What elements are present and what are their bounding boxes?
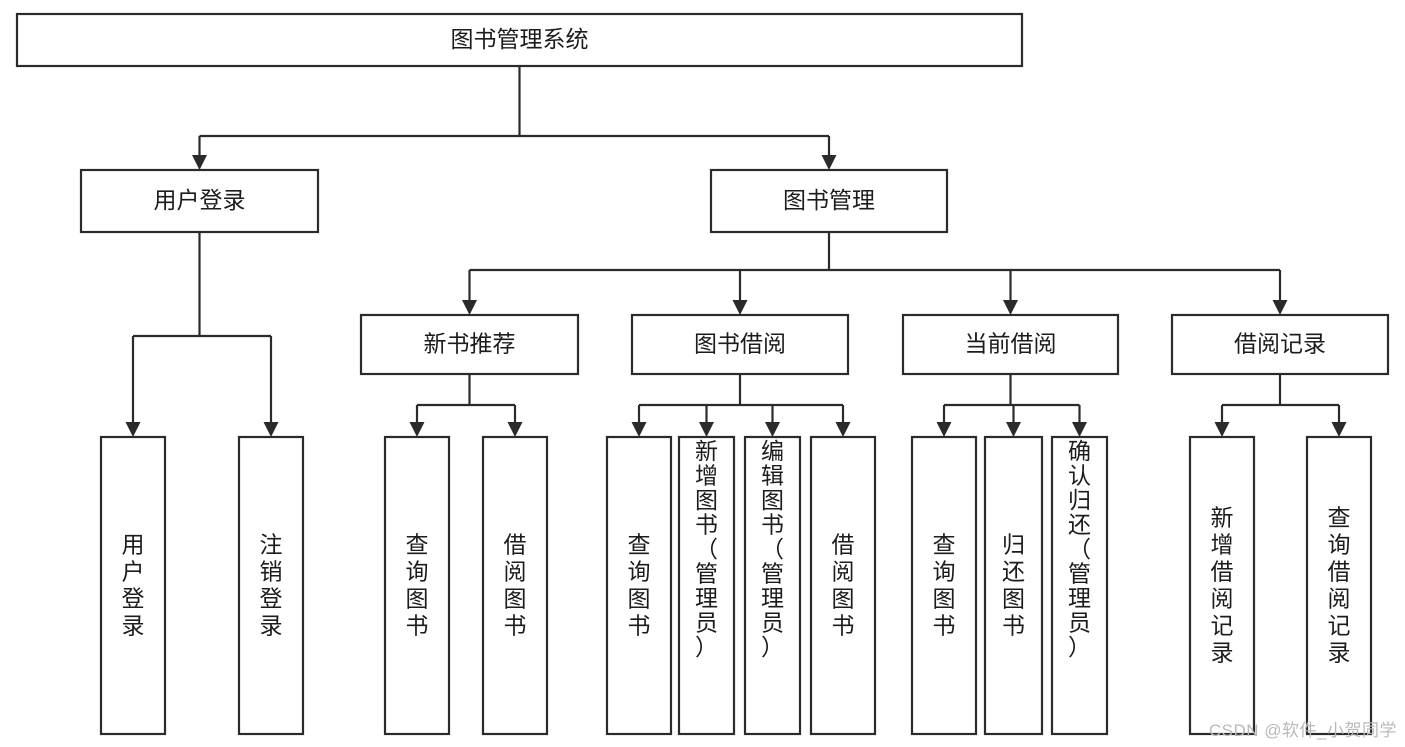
node-label-leaf-borrow-book-2: 借阅图书 [832,532,855,639]
node-label-user-login: 用户登录 [154,187,246,213]
node-leaf-query-book-2[interactable]: 查询图书 [605,435,673,736]
node-label-leaf-query-book-1: 查询图书 [406,532,429,639]
node-label-new-book-recommend: 新书推荐 [424,331,516,357]
node-box-undefined [15,12,1024,68]
node-box-user-login [79,168,320,234]
node-box-leaf-edit-book [743,435,802,736]
node-leaf-return-book[interactable]: 归还图书 [983,435,1044,736]
node-box-leaf-logout [237,435,305,736]
node-leaf-borrow-book-2[interactable]: 借阅图书 [809,435,877,736]
node-leaf-edit-book[interactable]: 编辑图书（管理员） [743,435,802,736]
node-label-current-borrow: 当前借阅 [965,331,1057,357]
node-label-undefined: 图书管理系统 [451,26,589,52]
node-leaf-user-login[interactable]: 用户登录 [99,435,167,736]
node-leaf-query-record[interactable]: 查询借阅记录 [1305,435,1373,736]
node-undefined[interactable]: 图书管理系统 [15,12,1024,68]
node-box-new-book-recommend [359,313,580,376]
node-box-leaf-confirm-return [1050,435,1109,736]
node-box-leaf-add-book [677,435,736,736]
node-box-leaf-query-record [1305,435,1373,736]
node-box-leaf-borrow-book-1 [481,435,549,736]
node-box-leaf-add-record [1188,435,1256,736]
node-label-leaf-borrow-book-1: 借阅图书 [504,532,527,639]
node-current-borrow[interactable]: 当前借阅 [901,313,1120,376]
node-label-leaf-return-book: 归还图书 [1002,532,1025,639]
node-box-book-manage [709,168,949,234]
node-label-book-borrow: 图书借阅 [694,331,786,357]
node-book-borrow[interactable]: 图书借阅 [630,313,850,376]
node-leaf-query-book-3[interactable]: 查询图书 [910,435,978,736]
node-leaf-add-record[interactable]: 新增借阅记录 [1188,435,1256,736]
node-label-leaf-query-record: 查询借阅记录 [1328,505,1351,666]
node-label-leaf-add-record: 新增借阅记录 [1211,505,1234,666]
nodes-layer: 图书管理系统用户登录图书管理新书推荐图书借阅当前借阅借阅记录用户登录注销登录查询… [15,12,1390,736]
node-leaf-logout[interactable]: 注销登录 [237,435,305,736]
node-box-borrow-record [1170,313,1390,376]
node-leaf-query-book-1[interactable]: 查询图书 [383,435,451,736]
node-box-current-borrow [901,313,1120,376]
node-label-leaf-edit-book: 编辑图书（管理员） [761,438,784,660]
node-label-leaf-user-login: 用户登录 [122,532,145,639]
node-box-leaf-query-book-3 [910,435,978,736]
node-leaf-add-book[interactable]: 新增图书（管理员） [677,435,736,736]
node-label-leaf-confirm-return: 确认归还（管理员） [1068,438,1091,660]
node-box-leaf-user-login [99,435,167,736]
node-leaf-confirm-return[interactable]: 确认归还（管理员） [1050,435,1109,736]
node-label-book-manage: 图书管理 [783,187,875,213]
node-user-login[interactable]: 用户登录 [79,168,320,234]
node-borrow-record[interactable]: 借阅记录 [1170,313,1390,376]
node-label-leaf-logout: 注销登录 [260,532,283,639]
node-new-book-recommend[interactable]: 新书推荐 [359,313,580,376]
node-leaf-borrow-book-1[interactable]: 借阅图书 [481,435,549,736]
node-box-book-borrow [630,313,850,376]
node-box-leaf-query-book-1 [383,435,451,736]
node-label-leaf-query-book-3: 查询图书 [933,532,956,639]
node-box-leaf-return-book [983,435,1044,736]
edges-layer [125,66,1347,437]
node-label-borrow-record: 借阅记录 [1234,331,1326,357]
node-book-manage[interactable]: 图书管理 [709,168,949,234]
node-label-leaf-add-book: 新增图书（管理员） [695,438,718,660]
node-label-leaf-query-book-2: 查询图书 [628,532,651,639]
node-box-leaf-borrow-book-2 [809,435,877,736]
node-box-leaf-query-book-2 [605,435,673,736]
